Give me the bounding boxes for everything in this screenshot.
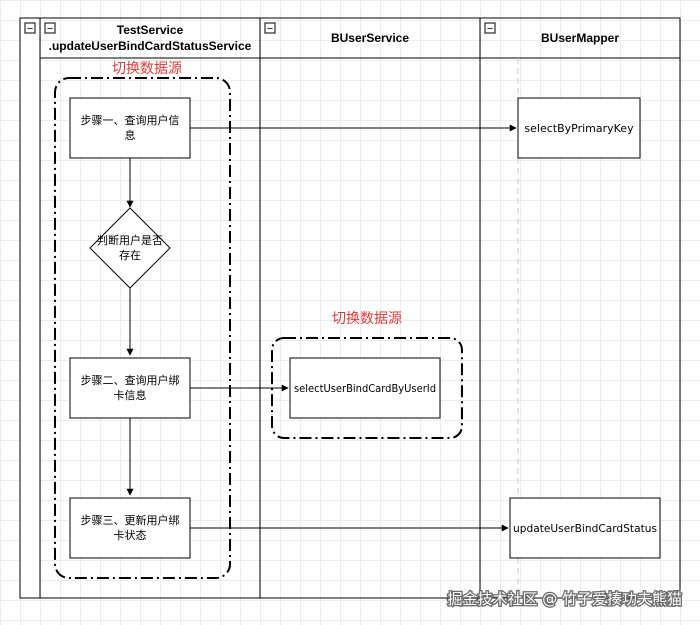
connectors bbox=[126, 124, 517, 532]
step-box-shape bbox=[69, 497, 191, 559]
method-label: selectByPrimaryKey bbox=[524, 122, 634, 135]
pool-border bbox=[19, 17, 681, 599]
decision-diamond[interactable]: 判断用户是否 存在 bbox=[89, 207, 171, 289]
step-label-line-2: 卡状态 bbox=[114, 528, 147, 542]
lane-collapse-toggle[interactable]: − bbox=[264, 22, 276, 35]
collapse-glyph: − bbox=[487, 24, 493, 35]
region-label: 切换数据源 bbox=[112, 60, 182, 77]
collapse-icon bbox=[264, 22, 276, 34]
collapse-icon bbox=[24, 22, 36, 34]
step-label-line-1: 步骤三、更新用户绑 bbox=[81, 513, 180, 527]
method-box[interactable]: selectByPrimaryKey bbox=[517, 97, 641, 159]
decision-label-line-2: 存在 bbox=[119, 248, 141, 262]
lane-title: BUserMapper bbox=[541, 31, 619, 45]
lane-title-line-1: TestService bbox=[117, 23, 184, 37]
step-box[interactable]: 步骤二、查询用户绑 卡信息 bbox=[69, 357, 191, 419]
step-box-shape bbox=[69, 97, 191, 159]
lane-title-line-2: .updateUserBindCardStatusService bbox=[49, 39, 252, 53]
datasource-region: 切换数据源 bbox=[271, 310, 463, 439]
datasource-region: 切换数据源 bbox=[54, 60, 231, 579]
method-box-shape bbox=[289, 357, 441, 419]
step-box[interactable]: 步骤三、更新用户绑 卡状态 bbox=[69, 497, 191, 559]
watermark: 掘金技术社区 @ 竹子爱揍功夫熊猫 bbox=[447, 590, 682, 608]
method-box[interactable]: updateUserBindCardStatus bbox=[509, 497, 661, 559]
collapse-icon bbox=[484, 22, 496, 34]
step-box-shape bbox=[69, 357, 191, 419]
step-label-line-1: 步骤一、查询用户信 bbox=[81, 113, 180, 127]
method-box[interactable]: selectUserBindCardByUserId bbox=[289, 357, 441, 419]
method-box-shape bbox=[509, 497, 661, 559]
region-border bbox=[54, 77, 231, 579]
collapse-glyph: − bbox=[27, 24, 33, 35]
lane-collapse-toggle[interactable]: − bbox=[44, 22, 56, 35]
region-border bbox=[271, 337, 463, 439]
lane-collapse-toggle[interactable]: − bbox=[484, 22, 496, 35]
step-box[interactable]: 步骤一、查询用户信 息 bbox=[69, 97, 191, 159]
step-label-line-1: 步骤二、查询用户绑 bbox=[81, 373, 180, 387]
collapse-glyph: − bbox=[267, 24, 273, 35]
collapse-glyph: − bbox=[47, 24, 53, 35]
method-label: updateUserBindCardStatus bbox=[513, 522, 657, 535]
region-label: 切换数据源 bbox=[332, 310, 402, 327]
decision-label-line-1: 判断用户是否 bbox=[97, 233, 163, 247]
lane-title: BUserService bbox=[331, 31, 409, 45]
decision-shape bbox=[89, 207, 171, 289]
step-label-line-2: 息 bbox=[125, 128, 136, 142]
step-label-line-2: 卡信息 bbox=[114, 388, 147, 402]
pool-collapse-toggle[interactable]: − bbox=[24, 22, 36, 35]
method-box-shape bbox=[517, 97, 641, 159]
pool-header bbox=[19, 17, 41, 599]
method-label: selectUserBindCardByUserId bbox=[294, 382, 436, 395]
swimlane-pool: − − − − TestService .updateUserBindCardS… bbox=[19, 17, 681, 599]
collapse-icon bbox=[44, 22, 56, 34]
